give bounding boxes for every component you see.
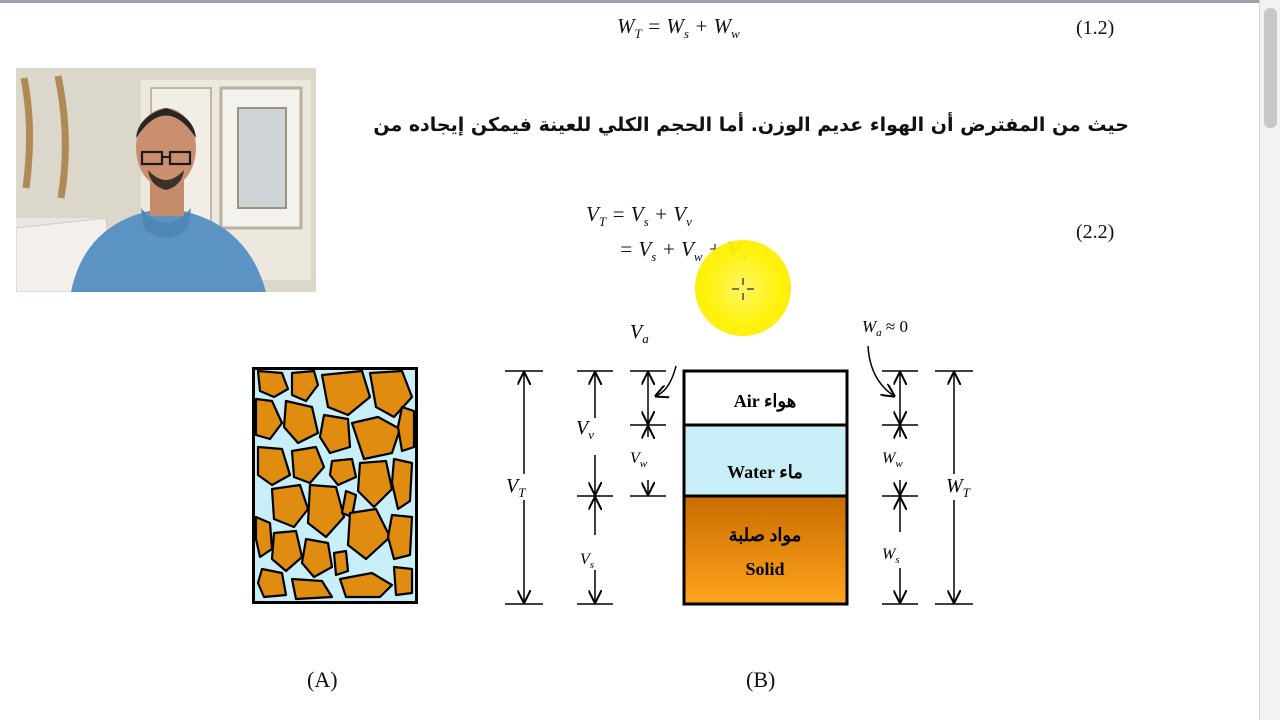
dimension-labels: Va Vv Vw VT Vs Wa ≈ 0 Ww Ws WT [506, 317, 971, 571]
svg-text:Water ماء: Water ماء [727, 462, 803, 482]
phase-labels: Air هواء Water ماء مواد صلبة Solid [727, 391, 803, 579]
svg-text:Wa ≈ 0: Wa ≈ 0 [862, 317, 908, 339]
svg-text:WT: WT [946, 475, 971, 500]
equation-number-2: (2.2) [1076, 221, 1115, 243]
svg-text:Vv: Vv [576, 417, 594, 442]
cursor-highlight [695, 240, 791, 336]
svg-text:Vs: Vs [580, 551, 594, 571]
equation-volume-total-row1: VT = Vs + Vv [586, 202, 692, 230]
dimension-arrows [524, 345, 954, 602]
figure-a-label: (A) [307, 667, 338, 692]
webcam-presenter-image [16, 68, 316, 292]
svg-text:Ww: Ww [882, 450, 903, 470]
arabic-text-line: حيث من المفترض أن الهواء عديم الوزن. أما… [373, 114, 1129, 136]
svg-text:VT: VT [506, 475, 526, 500]
svg-text:Solid: Solid [745, 559, 784, 579]
equation-number-1: (1.2) [1076, 17, 1115, 39]
soil-grains [254, 369, 416, 601]
solid-phase-box [682, 494, 849, 606]
dimension-ticks [505, 370, 973, 605]
water-phase-box [682, 423, 849, 498]
equation-weight-total: WT = Ws + Ww [617, 14, 740, 42]
svg-text:Va: Va [630, 321, 649, 346]
soil-sample-figure-a [252, 367, 418, 604]
webcam-video-overlay [16, 68, 316, 292]
svg-text:Vw: Vw [630, 450, 648, 470]
top-border [0, 0, 1280, 3]
crosshair-cursor-icon [732, 278, 754, 300]
phase-diagram-figure-b: Air هواء Water ماء مواد صلبة Solid Va [505, 317, 973, 606]
svg-text:Ws: Ws [882, 546, 900, 566]
vertical-scrollbar[interactable] [1259, 0, 1280, 720]
svg-text:مواد صلبة: مواد صلبة [729, 525, 802, 546]
air-phase-box [682, 369, 849, 427]
scrollbar-thumb[interactable] [1264, 8, 1277, 128]
figure-b-label: (B) [746, 667, 776, 692]
svg-text:Air هواء: Air هواء [734, 391, 796, 412]
